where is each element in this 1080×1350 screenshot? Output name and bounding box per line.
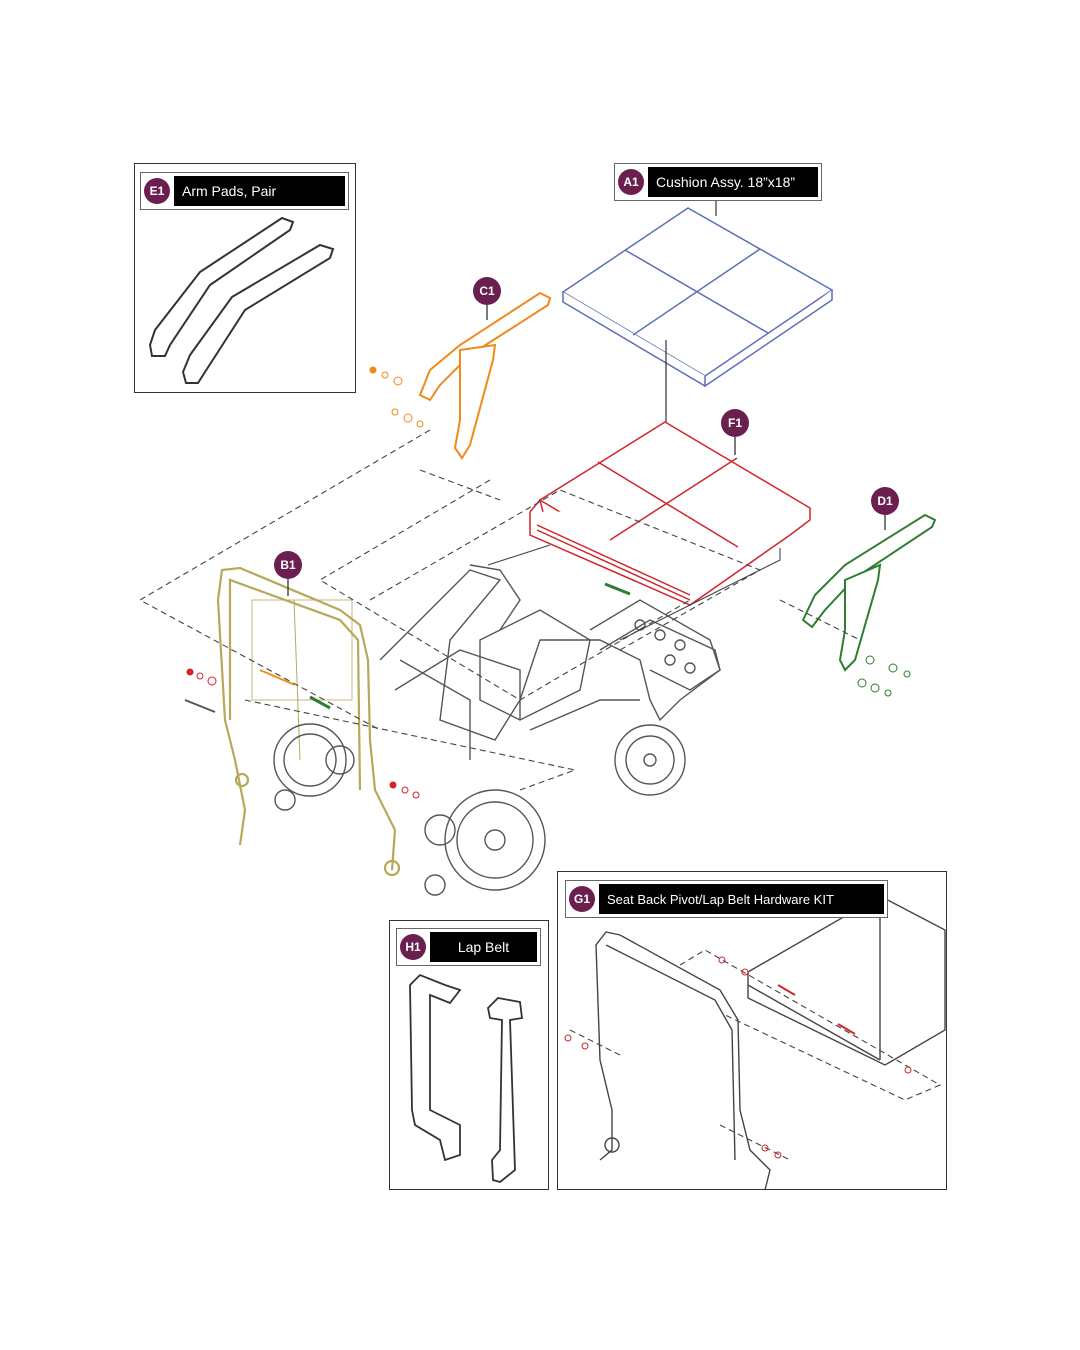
- hardware-kit-label: G1 Seat Back Pivot/Lap Belt Hardware KIT: [565, 880, 888, 918]
- cushion-label: A1 Cushion Assy. 18”x18”: [614, 163, 822, 201]
- cushion-drawing: [561, 207, 834, 388]
- hardware-kit-code-badge: G1: [569, 886, 595, 912]
- chassis-drawing: [273, 564, 721, 896]
- hardware-kit-name: Seat Back Pivot/Lap Belt Hardware KIT: [599, 884, 884, 914]
- lap-belt-drawing: [409, 973, 524, 1183]
- lap-belt-label: H1 Lap Belt: [396, 928, 541, 966]
- arm-pads-label: E1 Arm Pads, Pair: [140, 172, 349, 210]
- assembly-guide-lines: [138, 429, 861, 791]
- left-armrest-drawing: [418, 291, 552, 460]
- callout-f1: F1: [721, 409, 749, 437]
- seat-back-drawing: [216, 566, 401, 877]
- arm-pads-code-badge: E1: [144, 178, 170, 204]
- hardware-kit-inset: [557, 871, 947, 1190]
- lap-belt-name: Lap Belt: [430, 932, 537, 962]
- cushion-code-badge: A1: [618, 169, 644, 195]
- lap-belt-inset: [389, 920, 549, 1190]
- arm-pads-name: Arm Pads, Pair: [174, 176, 345, 206]
- arm-pads-inset: [134, 163, 356, 393]
- lap-belt-code-badge: H1: [400, 934, 426, 960]
- arm-pads-drawing: [148, 216, 335, 384]
- hardware-kit-drawing: [595, 895, 946, 1191]
- right-armrest-drawing: [801, 513, 937, 672]
- callout-c1: C1: [473, 277, 501, 305]
- cushion-name: Cushion Assy. 18”x18”: [648, 167, 818, 197]
- seat-pan-drawing: [529, 421, 812, 606]
- callout-b1: B1: [274, 551, 302, 579]
- callout-d1: D1: [871, 487, 899, 515]
